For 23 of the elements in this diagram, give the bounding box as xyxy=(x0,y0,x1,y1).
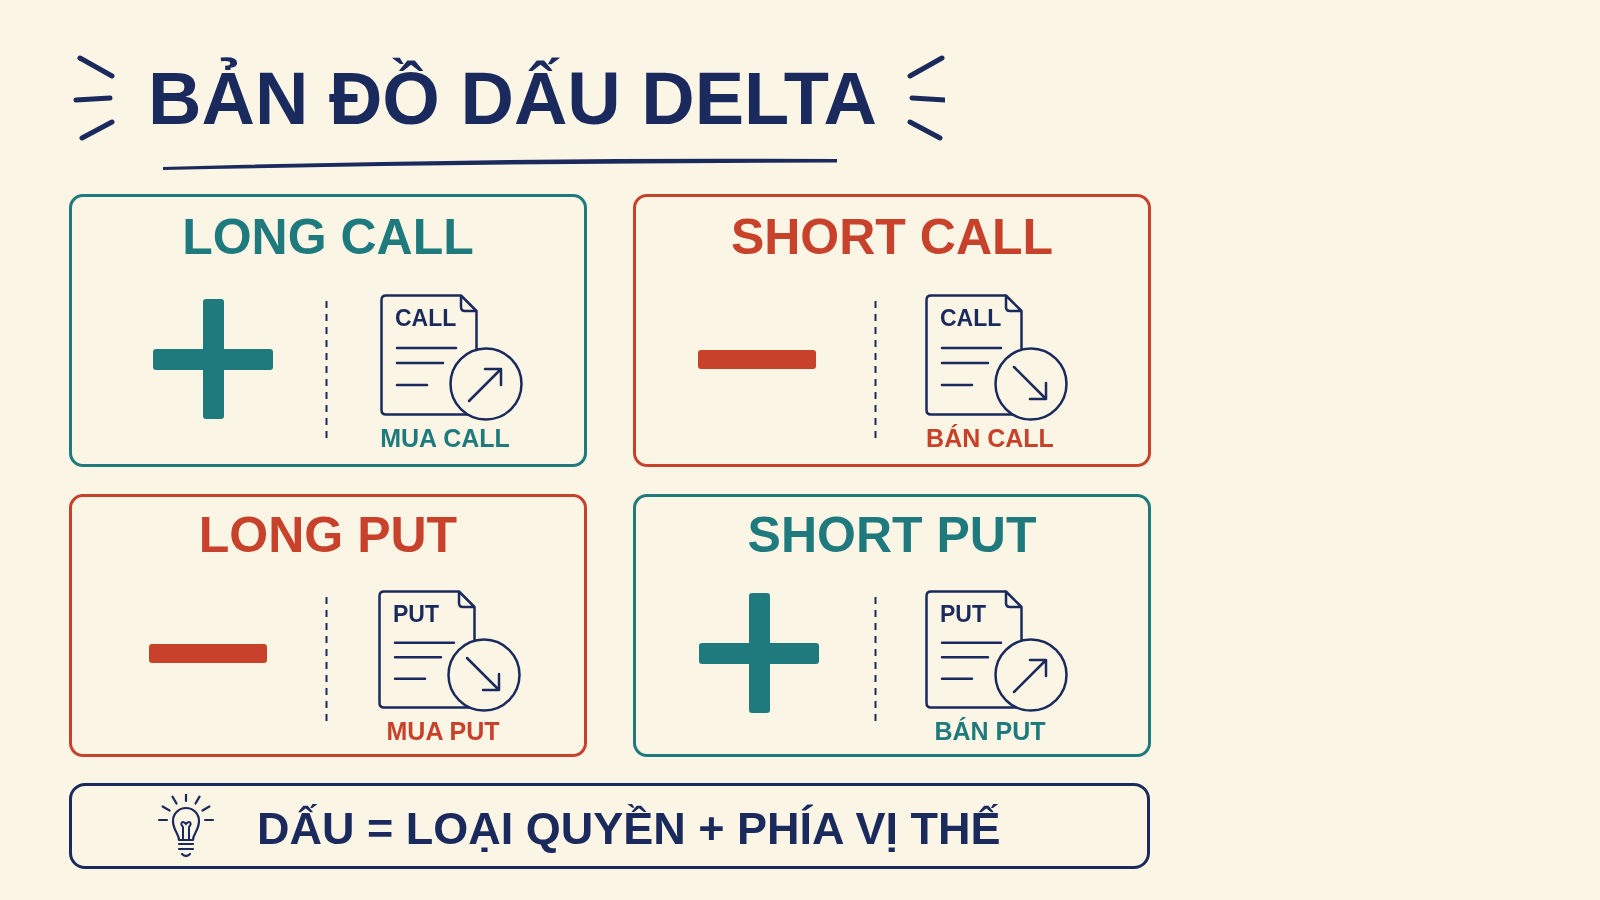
document-symbol xyxy=(380,294,478,416)
action-caption: MUA CALL xyxy=(380,424,510,453)
document-label: PUT xyxy=(940,601,986,628)
position-card xyxy=(633,494,1151,757)
document-symbol xyxy=(378,590,476,709)
action-caption: MUA PUT xyxy=(386,717,500,746)
card-heading: LONG CALL xyxy=(182,209,474,267)
action-caption: BÁN PUT xyxy=(934,717,1046,746)
diagram-title: BẢN ĐỒ DẤU DELTA xyxy=(148,56,877,142)
card-heading: LONG PUT xyxy=(198,507,458,565)
formula-bar xyxy=(69,783,1150,869)
document-symbol xyxy=(925,590,1023,709)
document-symbol xyxy=(925,294,1023,416)
document-label: CALL xyxy=(395,305,457,332)
position-card xyxy=(633,194,1151,467)
position-card xyxy=(69,494,587,757)
action-caption: BÁN CALL xyxy=(926,424,1054,453)
document-label: PUT xyxy=(393,601,439,628)
card-heading: SHORT CALL xyxy=(730,209,1054,267)
position-card xyxy=(69,194,587,467)
formula-text: DẤU = LOẠI QUYỀN + PHÍA VỊ THẾ xyxy=(257,802,1001,856)
card-heading: SHORT PUT xyxy=(747,507,1037,565)
document-label: CALL xyxy=(940,305,1002,332)
